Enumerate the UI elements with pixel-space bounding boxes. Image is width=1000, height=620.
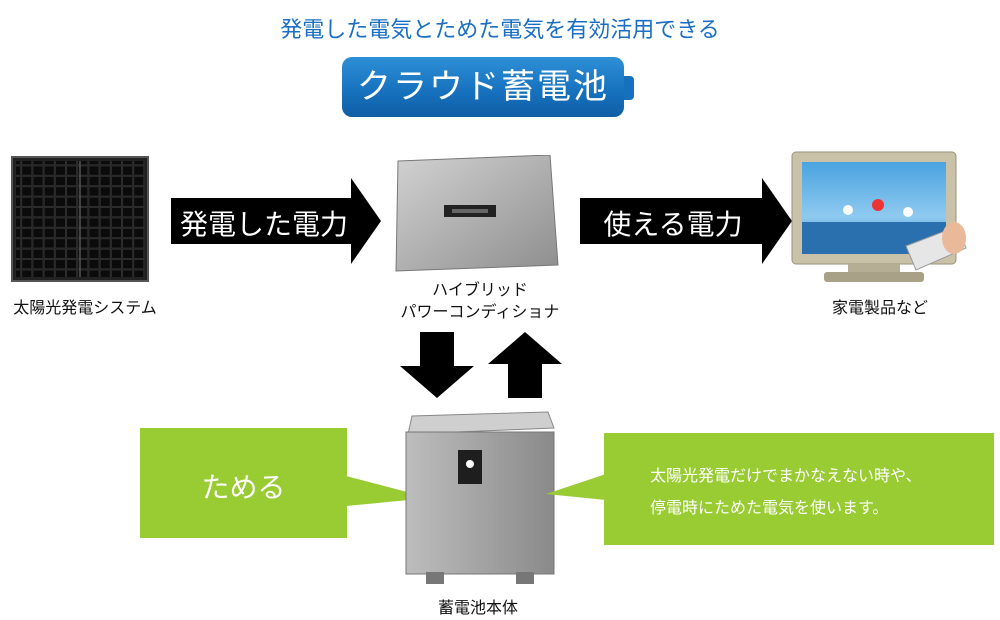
badge-battery-tip bbox=[624, 76, 634, 100]
use-callout-line1: 太陽光発電だけでまかなえない時や、 bbox=[650, 466, 922, 485]
solar-system-label: 太陽光発電システム bbox=[13, 298, 157, 317]
store-callout-box bbox=[140, 428, 347, 538]
battery-label: 蓄電池本体 bbox=[437, 598, 518, 617]
appliance-tv-image bbox=[791, 151, 967, 282]
page-subtitle: 発電した電気とためた電気を有効活用できる bbox=[280, 18, 720, 43]
power-conditioner-image bbox=[395, 155, 559, 272]
title-badge: クラウド蓄電池 bbox=[342, 57, 624, 117]
pcs-label-line2: パワーコンディショナ bbox=[400, 302, 560, 321]
down-arrow bbox=[400, 332, 474, 398]
use-callout-line2: 停電時にためた電気を使います。 bbox=[650, 498, 889, 517]
up-arrow bbox=[488, 332, 562, 398]
generated-power-arrow bbox=[171, 178, 381, 264]
use-callout-box bbox=[604, 433, 994, 545]
usable-power-arrow bbox=[580, 178, 792, 264]
appliance-label: 家電製品など bbox=[831, 298, 928, 317]
store-callout-label: ためる bbox=[201, 471, 286, 504]
generated-power-label: 発電した電力 bbox=[179, 208, 348, 241]
usable-power-label: 使える電力 bbox=[603, 208, 743, 241]
battery-unit-image bbox=[405, 411, 555, 584]
use-callout-pointer bbox=[546, 474, 606, 500]
solar-panel-image bbox=[11, 156, 149, 282]
pcs-label-line1: ハイブリッド bbox=[432, 280, 528, 299]
